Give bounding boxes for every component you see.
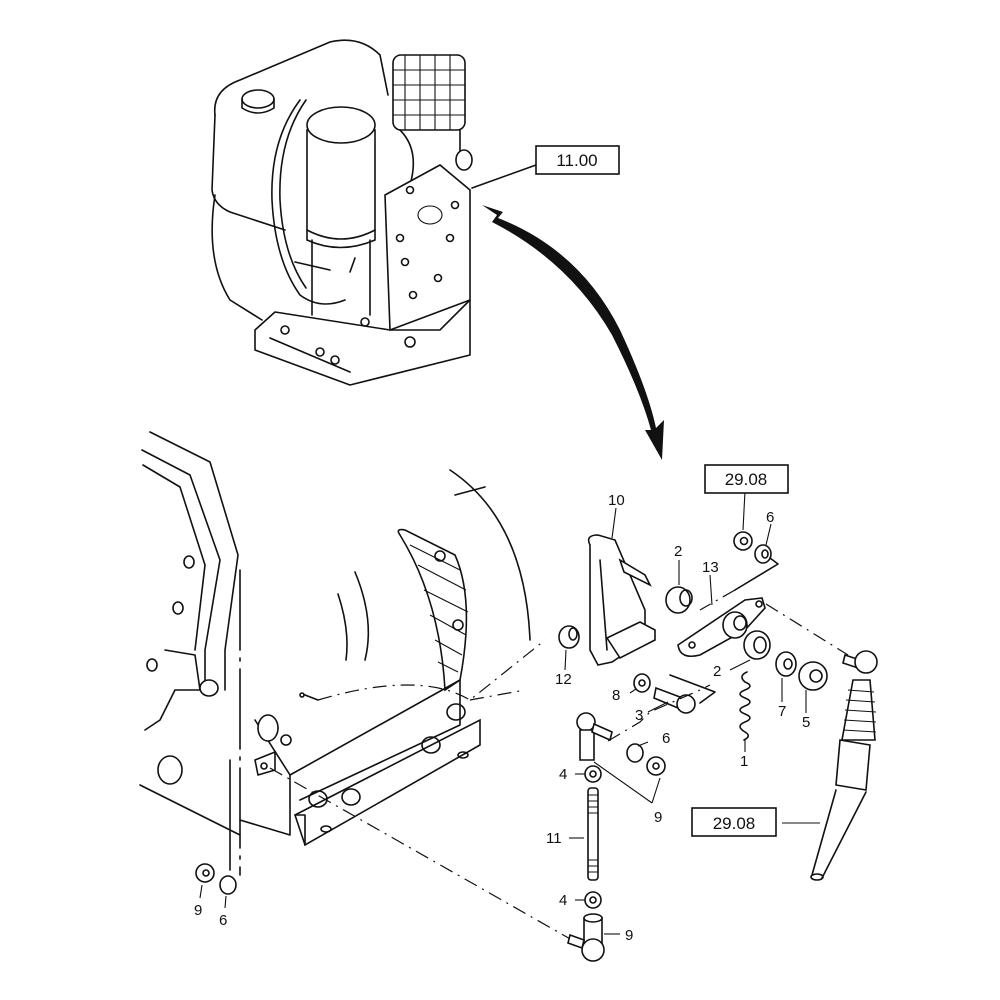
- engine-illustration: [211, 39, 473, 386]
- reference-box-11-00[interactable]: 11.00: [535, 145, 620, 175]
- callout-1: 1: [740, 753, 748, 770]
- part-6b-washer[interactable]: [626, 743, 644, 763]
- part-3-bolt[interactable]: [653, 686, 696, 714]
- callout-5: 5: [802, 714, 810, 731]
- part-6-washer[interactable]: [754, 544, 772, 564]
- callout-4: 4: [559, 766, 567, 783]
- part-13-lever[interactable]: [677, 597, 766, 658]
- callout-6c: 6: [219, 912, 227, 929]
- callout-labels: 10 2 13 6 12 8 3 2 7 5 1 6 4 9 11 4 9 9 …: [194, 492, 810, 944]
- nut-ref-29-08[interactable]: [733, 531, 753, 551]
- callout-12: 12: [555, 671, 572, 688]
- part-8-nut[interactable]: [633, 673, 651, 693]
- control-cable[interactable]: [810, 650, 878, 881]
- callout-7: 7: [778, 703, 786, 720]
- reference-box-29-08-cable[interactable]: 29.08: [691, 807, 777, 837]
- part-4b-nut[interactable]: [584, 891, 602, 909]
- leader-lines: [199, 490, 820, 935]
- part-9-nut[interactable]: [646, 756, 666, 776]
- part-9-ball-joint-upper[interactable]: [576, 712, 613, 761]
- callout-8: 8: [612, 687, 620, 704]
- curved-arrow-icon: [482, 205, 664, 460]
- part-11-threaded-rod[interactable]: [587, 787, 599, 881]
- gearbox-housing: [139, 431, 531, 876]
- reference-box-29-08-top[interactable]: 29.08: [704, 464, 789, 494]
- part-4-nut[interactable]: [584, 765, 602, 783]
- callout-4b: 4: [559, 892, 567, 909]
- part-5-nut[interactable]: [798, 661, 828, 691]
- callout-2b: 2: [713, 663, 721, 680]
- reference-label: 11.00: [556, 151, 597, 170]
- callout-3: 3: [635, 707, 643, 724]
- reference-label: 29.08: [725, 470, 768, 489]
- part-12-spacer[interactable]: [558, 625, 580, 649]
- callout-9b: 9: [625, 927, 633, 944]
- part-9b-ball-joint-lower[interactable]: [567, 913, 605, 962]
- part-10-bracket[interactable]: [587, 534, 656, 666]
- part-7-washer[interactable]: [775, 651, 797, 677]
- callout-11: 11: [546, 830, 562, 847]
- callout-6b: 6: [662, 730, 670, 747]
- leader-line: [471, 164, 537, 189]
- callout-2: 2: [674, 543, 682, 560]
- callout-13: 13: [702, 559, 719, 576]
- reference-label: 29.08: [713, 814, 756, 833]
- callout-10: 10: [608, 492, 625, 509]
- part-2b-bushing[interactable]: [743, 630, 771, 660]
- callout-6: 6: [766, 509, 774, 526]
- callout-9: 9: [654, 809, 662, 826]
- part-2-bushing[interactable]: [665, 586, 693, 614]
- part-1-spring[interactable]: [739, 671, 751, 741]
- callout-9c: 9: [194, 902, 202, 919]
- part-6c-washer[interactable]: [219, 875, 237, 895]
- part-9c-nut[interactable]: [195, 863, 215, 883]
